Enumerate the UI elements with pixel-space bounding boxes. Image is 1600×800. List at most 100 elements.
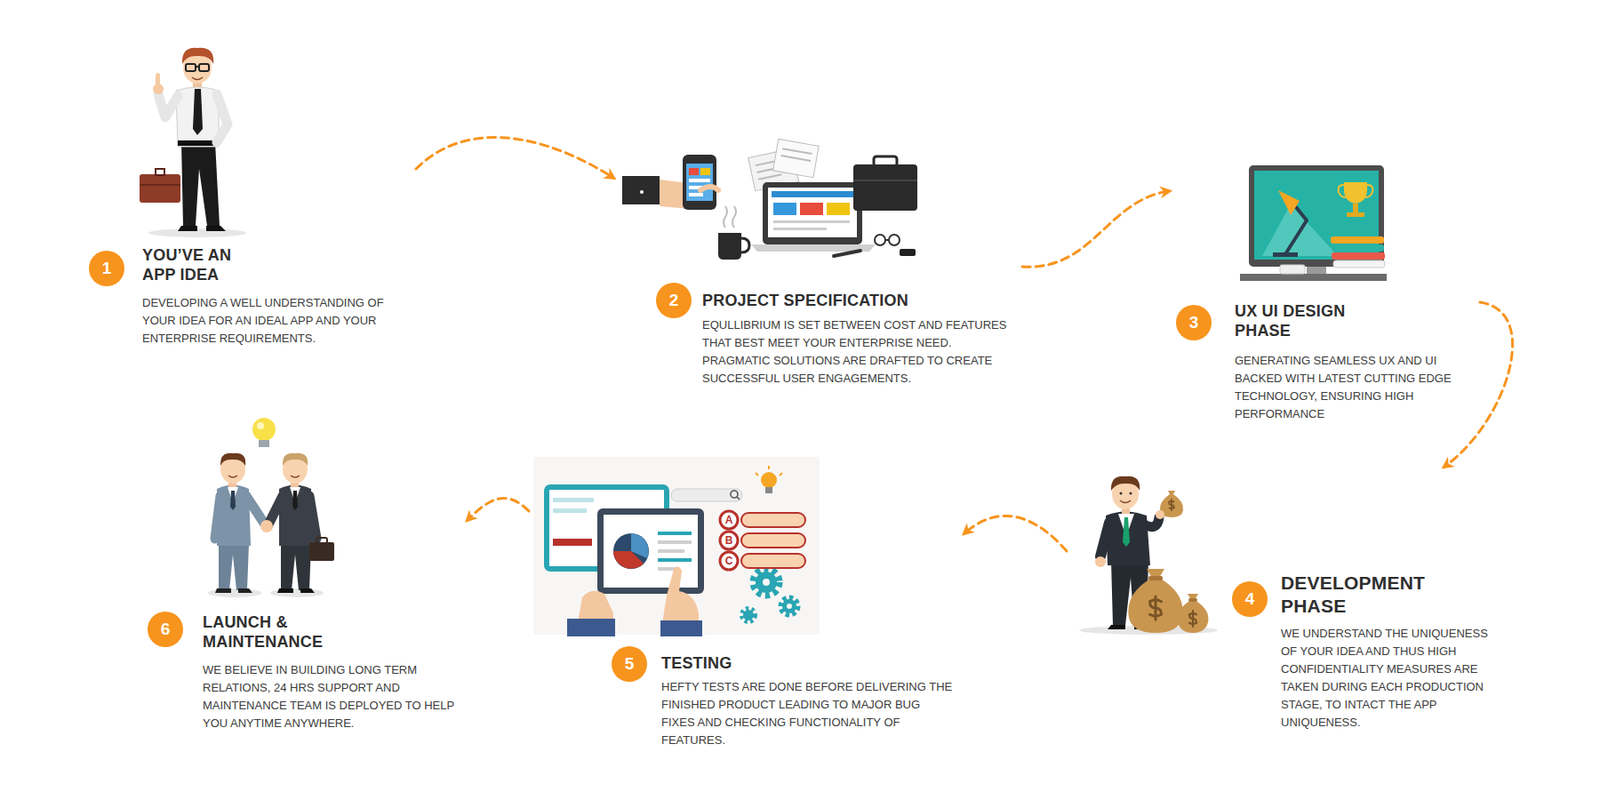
spec-desk-part — [899, 248, 916, 256]
testing-scene-part — [736, 496, 740, 500]
testing-scene — [533, 456, 820, 637]
spec-desk — [622, 138, 918, 260]
testing-scene-part — [657, 558, 692, 562]
testing-scene-part — [755, 571, 777, 593]
testing-scene-part — [662, 566, 699, 624]
handshake-scene-part — [270, 588, 324, 598]
spec-desk-part — [622, 176, 660, 205]
spec-desk-part — [853, 179, 918, 182]
money-man-part — [1155, 510, 1165, 520]
handshake-scene-part — [215, 496, 221, 539]
testing-scene-part — [671, 488, 743, 502]
step-description: EQULLIBRIUM IS SET BETWEEN COST AND FEAT… — [702, 316, 1014, 388]
step-group: TESTING HEFTY TESTS ARE DONE BEFORE DELIV… — [528, 448, 965, 755]
spec-desk-part — [700, 168, 711, 176]
handshake-scene-part — [256, 422, 264, 430]
step-heading: TESTING — [661, 653, 840, 673]
handshake-scene-part — [316, 537, 328, 544]
step-heading: PROJECT SPECIFICATION — [702, 290, 996, 311]
spec-desk-part — [640, 190, 644, 194]
idea-man-part — [155, 72, 160, 88]
testing-scene-part — [741, 533, 806, 548]
idea-man-part — [177, 225, 198, 232]
option-letter: A — [720, 511, 738, 529]
step-description: HEFTY TESTS ARE DONE BEFORE DELIVERING T… — [661, 678, 955, 750]
spec-desk-part — [688, 178, 711, 183]
spec-desk-part-part — [781, 155, 811, 161]
testing-scene-part — [730, 490, 738, 498]
design-monitor-part — [1278, 190, 1300, 216]
testing-scene-part — [765, 487, 773, 494]
testing-scene-part — [786, 603, 792, 609]
step-number: 3 — [1176, 304, 1212, 341]
testing-scene-part — [552, 538, 592, 546]
spec-desk-part — [888, 234, 900, 246]
testing-scene-part — [741, 553, 806, 568]
handshake-scene-part — [268, 496, 283, 525]
testing-scene-part — [720, 552, 738, 570]
testing-scene-part — [760, 472, 777, 488]
step-number: 6 — [147, 611, 184, 648]
step-description: WE BELIEVE IN BUILDING LONG TERM RELATIO… — [202, 661, 461, 733]
idea-man — [139, 48, 247, 238]
spec-desk-part — [826, 202, 850, 216]
design-monitor-part — [1331, 252, 1385, 260]
money-man-part — [1168, 498, 1175, 512]
spec-desk-part — [773, 220, 850, 224]
spec-desk-part — [773, 227, 827, 231]
idea-man-part — [139, 184, 181, 186]
handshake-scene-part — [290, 475, 300, 478]
step-heading: YOU’VE AN APP IDEA — [142, 245, 258, 285]
design-monitor-part — [1365, 184, 1373, 198]
handshake-scene-part — [228, 475, 238, 478]
money-man-part — [1120, 492, 1123, 496]
step-group: LAUNCH & MAINTENANCE WE BELIEVE IN BUILDI… — [142, 404, 468, 738]
spec-desk-part-part — [782, 148, 812, 154]
spec-desk-part — [768, 187, 857, 238]
spec-desk-part — [773, 138, 820, 177]
dashed-arrow — [467, 498, 529, 520]
spec-desk-part — [682, 154, 717, 210]
dashed-arrow — [964, 515, 1067, 552]
design-monitor-part — [1335, 244, 1384, 252]
idea-man-part — [158, 94, 178, 118]
money-man-part — [1095, 556, 1106, 568]
handshake-scene-part — [309, 496, 317, 539]
money-man-part — [1148, 576, 1163, 581]
handshake-scene-part — [220, 453, 246, 466]
handshake-scene-part — [215, 588, 232, 593]
step-group: YOU’VE AN APP IDEADEVELOPING A WELL UNDE… — [87, 48, 416, 356]
money-man-part — [1188, 598, 1198, 602]
step-number-circle: 3 — [1176, 304, 1212, 341]
testing-scene-part — [768, 465, 770, 470]
spec-desk-part — [762, 182, 863, 245]
idea-man-part — [155, 168, 165, 176]
handshake-scene — [208, 417, 335, 598]
handshake-scene-part — [218, 544, 249, 591]
money-man-part — [1111, 476, 1140, 491]
money-man-part — [1144, 517, 1160, 528]
option-letter: B — [720, 531, 738, 550]
design-monitor — [1240, 165, 1387, 281]
testing-scene-part — [577, 591, 614, 623]
testing-scene-part — [660, 620, 703, 637]
testing-scene-part — [762, 578, 770, 586]
money-man-part — [1122, 517, 1130, 547]
idea-man-part — [192, 88, 203, 136]
spec-desk-part-part — [773, 138, 820, 177]
testing-scene-part — [613, 551, 644, 569]
spec-desk-part — [885, 239, 889, 241]
handshake-scene-part — [292, 490, 298, 511]
money-man-part — [1107, 624, 1126, 630]
spec-desk-part — [853, 164, 918, 211]
design-monitor-part — [1306, 266, 1327, 275]
testing-scene-part — [779, 472, 783, 476]
step-heading: LAUNCH & MAINTENANCE — [202, 612, 354, 652]
step-number-circle: 1 — [88, 250, 125, 287]
testing-scene-part — [613, 533, 649, 569]
testing-scene-part — [720, 531, 738, 550]
spec-desk-part — [800, 202, 824, 216]
design-monitor-part — [1248, 165, 1384, 267]
spec-desk-part — [874, 234, 886, 246]
